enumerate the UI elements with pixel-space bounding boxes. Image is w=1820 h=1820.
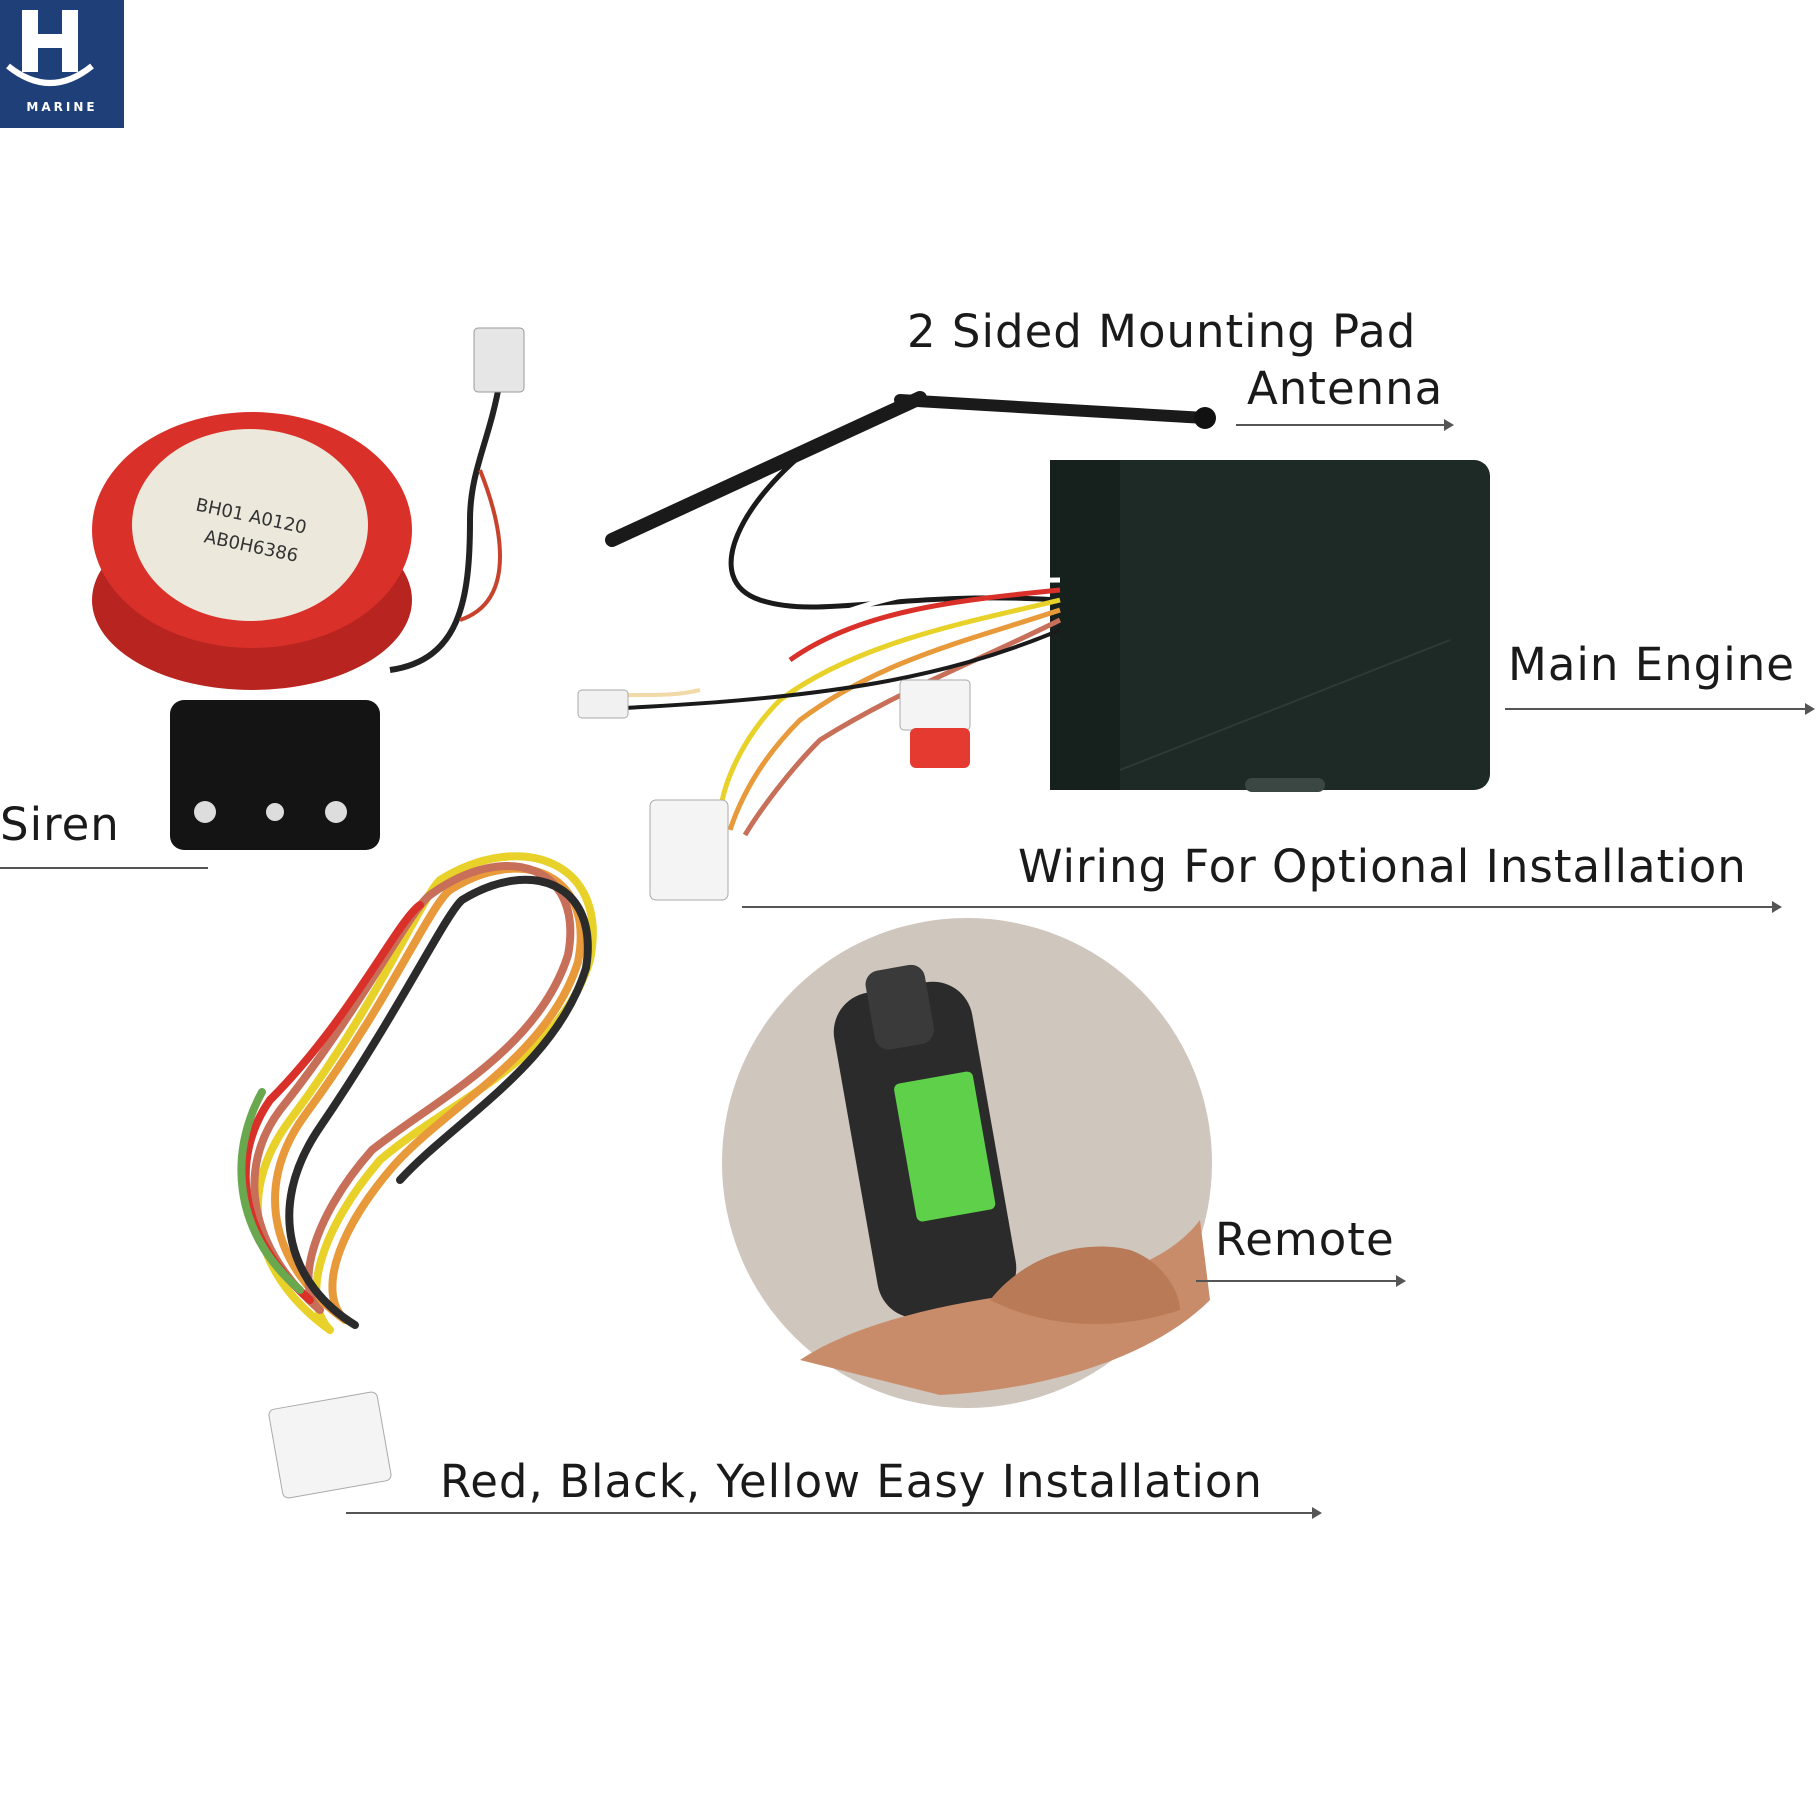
leader-main-engine [1505, 703, 1815, 715]
antenna-illustration [605, 391, 1216, 610]
label-antenna: Antenna [1247, 362, 1444, 415]
leader-wiring-optional [742, 901, 1782, 913]
leader-easy-installation [346, 1507, 1322, 1519]
label-remote: Remote [1215, 1213, 1395, 1266]
label-siren: Siren [0, 798, 120, 851]
logo-wordmark: MARINE [26, 100, 98, 114]
remote-illustration [722, 918, 1212, 1408]
brand-logo: MARINE [0, 0, 124, 128]
siren-illustration: BH01 A0120 AB0H6386 [92, 327, 525, 850]
main-engine-illustration [1050, 460, 1490, 792]
label-wiring-optional: Wiring For Optional Installation [1018, 840, 1747, 893]
leader-siren [0, 867, 208, 869]
label-easy-installation: Red, Black, Yellow Easy Installation [440, 1455, 1263, 1508]
optional-wiring-illustration [579, 577, 1062, 837]
label-main-engine: Main Engine [1508, 638, 1795, 691]
wire-bundle-illustration [237, 852, 597, 1334]
anchor-h-logo-icon [6, 10, 94, 86]
label-mounting-pad: 2 Sided Mounting Pad [907, 305, 1417, 358]
leader-antenna [1236, 419, 1454, 431]
leader-remote [1196, 1275, 1406, 1287]
